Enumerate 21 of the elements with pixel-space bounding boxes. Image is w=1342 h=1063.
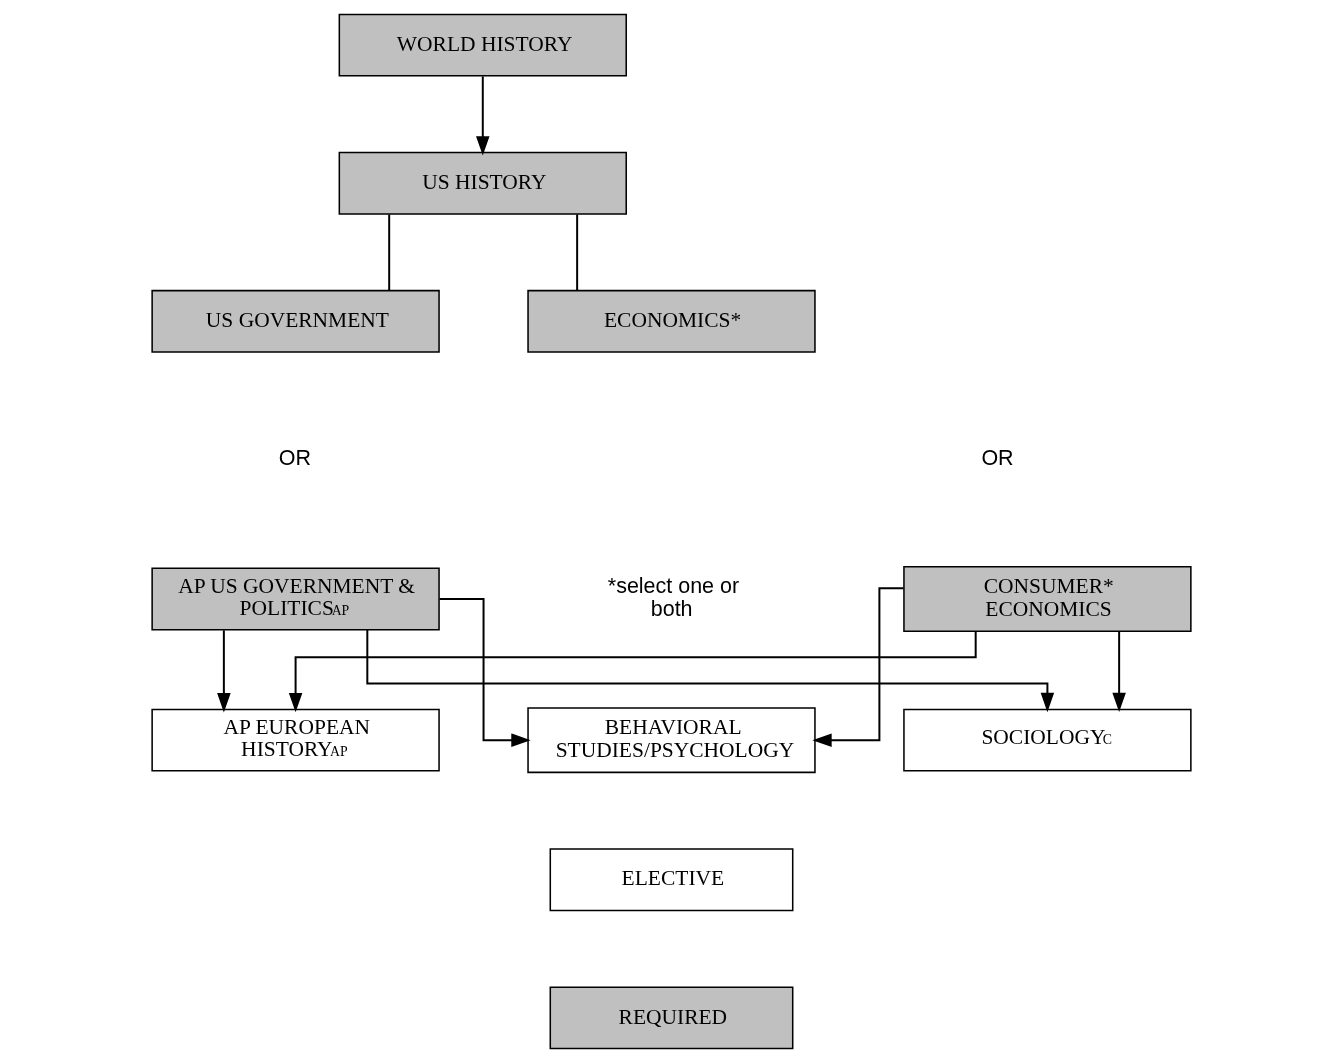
legend-label: ELECTIVE: [621, 866, 724, 891]
node-box: US HISTORY: [338, 151, 627, 215]
arrow: [1111, 630, 1126, 713]
node-box: AP US GOVERNMENT & POLITICSAP: [150, 567, 440, 631]
label: OR: [980, 446, 1014, 471]
node-box: CONSUMER* ECONOMICS: [902, 566, 1192, 632]
arrow: [811, 587, 904, 747]
legend-label: REQUIRED: [618, 1004, 727, 1029]
label: OR: [278, 446, 311, 471]
connector: [387, 213, 390, 292]
arrow: [216, 629, 231, 713]
arrow: [475, 75, 490, 156]
label: *select one or both: [607, 574, 739, 622]
arrow: [288, 630, 977, 713]
connector: [575, 213, 578, 292]
arrow: [365, 628, 1054, 713]
node-box: WORLD HISTORY: [338, 13, 627, 77]
arrow: [438, 598, 531, 747]
node-box: US GOVERNMENT: [150, 289, 440, 353]
node-box: BEHAVIORAL STUDIES/PSYCHOLOGY: [526, 707, 816, 774]
node-box: ECONOMICS*: [526, 289, 816, 353]
